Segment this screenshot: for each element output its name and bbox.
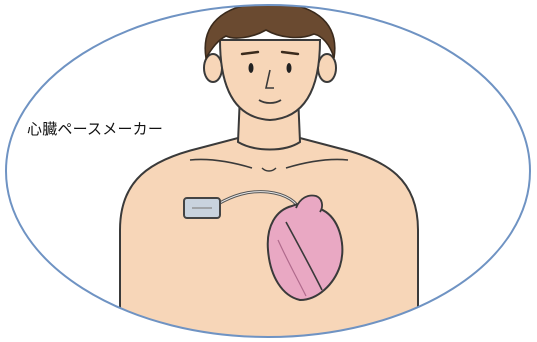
pacemaker-label: 心臓ペースメーカー	[27, 118, 163, 139]
figure-group	[120, 4, 418, 342]
right-eye	[287, 63, 292, 73]
face	[220, 40, 320, 120]
left-eye	[249, 63, 254, 73]
